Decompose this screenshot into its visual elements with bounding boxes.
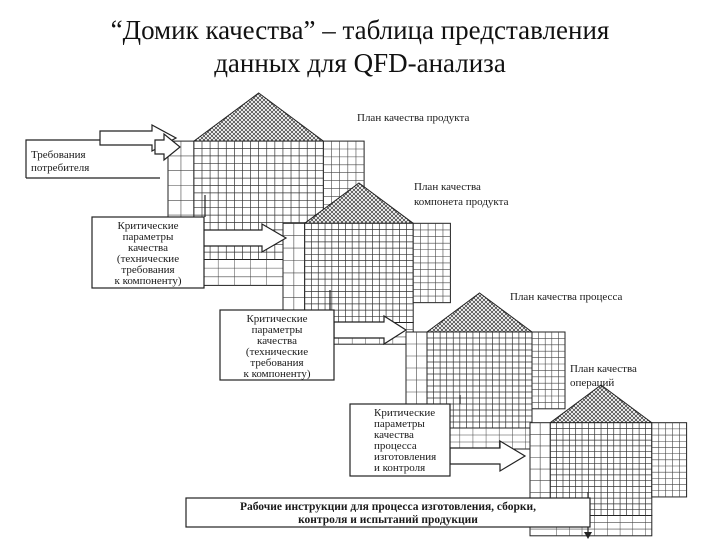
critical-params-box-2: Критические параметры качества (техничес… xyxy=(219,309,335,381)
box2-line-1: Критические xyxy=(117,220,178,232)
box2-line-4: (технические xyxy=(117,253,179,265)
arrow-to-house-1 xyxy=(154,132,181,162)
plan-label-3: План качества процесса xyxy=(510,291,622,303)
plan-label-2-line-1: План качества xyxy=(414,181,481,193)
box4-line-5: изготовления xyxy=(374,451,436,463)
box4-line-4: процесса xyxy=(374,440,417,452)
arrow-to-house-3 xyxy=(333,314,408,346)
customer-requirements-box: Требования потребителя xyxy=(25,139,160,179)
box3-line-3: качества xyxy=(257,335,297,347)
box4-line-3: качества xyxy=(374,429,414,441)
slide-title: “Домик качества” – таблица представления… xyxy=(0,14,720,80)
box2-line-2: параметры xyxy=(123,231,174,243)
process-params-box: Критические параметры качества процесса … xyxy=(349,403,451,477)
house-of-quality-3 xyxy=(405,292,566,450)
box5-line-1: Рабочие инструкции для процесса изготовл… xyxy=(240,501,536,513)
arrow-to-house-2 xyxy=(201,222,288,254)
house-roof xyxy=(548,384,654,424)
box3-line-6: к компоненту) xyxy=(244,368,311,380)
box4-line-2: параметры xyxy=(374,418,425,430)
box3-line-5: требования xyxy=(250,357,303,369)
box3-line-1: Критические xyxy=(246,313,307,325)
box2-line-6: к компоненту) xyxy=(115,275,182,287)
box4-line-6: и контроля xyxy=(374,462,425,474)
house-of-quality-2 xyxy=(282,182,451,345)
title-line-2: данных для QFD-анализа xyxy=(214,48,506,78)
flow-connectors xyxy=(99,123,592,539)
plan-label-4-line-2: операций xyxy=(570,377,614,389)
house-roof xyxy=(192,92,325,142)
box2-line-3: качества xyxy=(128,242,168,254)
critical-params-box-1: Критические параметры качества (техничес… xyxy=(91,216,205,289)
house-of-quality-4 xyxy=(529,384,688,537)
box3-line-2: параметры xyxy=(252,324,303,336)
plan-label-4-line-1: План качества xyxy=(570,363,637,375)
box1-line-2: потребителя xyxy=(31,162,89,174)
plan-label-1: План качества продукта xyxy=(357,112,469,124)
box3-line-4: (технические xyxy=(246,346,308,358)
box1-line-1: Требования xyxy=(31,149,86,161)
arrow-down-end xyxy=(584,532,592,539)
box2-line-5: требования xyxy=(121,264,174,276)
plan-label-2-line-2: компонета продукта xyxy=(414,196,509,208)
box5-line-2: контроля и испытаний продукции xyxy=(298,514,478,526)
arrow-to-house-4 xyxy=(449,439,527,473)
box4-line-1: Критические xyxy=(374,407,435,419)
title-line-1: “Домик качества” – таблица представления xyxy=(110,15,610,45)
work-instructions-box: Рабочие инструкции для процесса изготовл… xyxy=(185,497,591,528)
